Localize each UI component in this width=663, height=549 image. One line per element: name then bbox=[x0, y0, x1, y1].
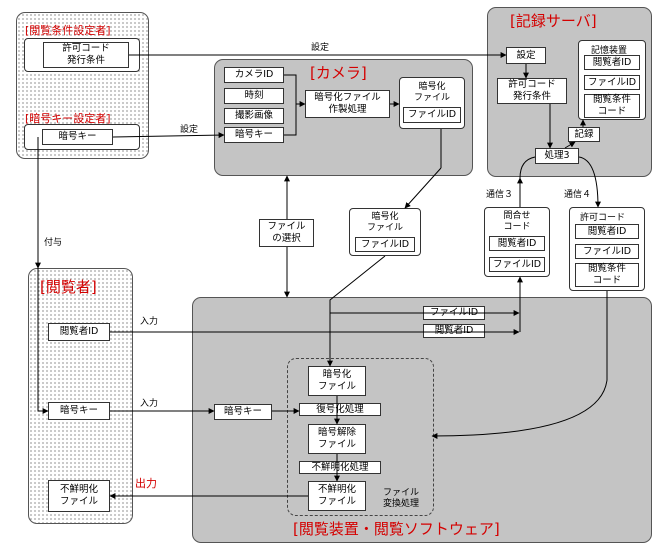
viewer-title: [閲覧者] bbox=[40, 278, 97, 296]
mid-enc-label: 暗号化 ファイル bbox=[366, 212, 403, 233]
query-label: 問合せ コード bbox=[503, 211, 531, 232]
query-file-id: ファイルID bbox=[489, 257, 545, 272]
camera-title: [カメラ] bbox=[310, 64, 367, 82]
camera-enc-label: 暗号化 ファイル bbox=[413, 82, 450, 103]
label-input-key: 入力 bbox=[140, 399, 159, 409]
viewer-id-box: 閲覧者ID bbox=[48, 323, 110, 341]
arc-process3-right bbox=[578, 156, 601, 208]
server-title: [記録サーバ] bbox=[510, 12, 597, 30]
device-viewer-id-box: 閲覧者ID bbox=[423, 324, 485, 338]
storage-label: 記憶装置 bbox=[591, 46, 628, 56]
server-permit-box: 許可コード 発行条件 bbox=[497, 78, 567, 104]
arc-process3-left bbox=[519, 156, 536, 179]
mid-enc-file-id: ファイルID bbox=[355, 237, 415, 252]
setter-permit-box: 許可コード 発行条件 bbox=[43, 42, 129, 68]
arrow-process3-record bbox=[564, 141, 576, 149]
device-blur-box: 不鮮明化処理 bbox=[299, 461, 381, 474]
device-dec-file: 暗号解除 ファイル bbox=[308, 424, 366, 454]
camera-file-id-box: ファイルID bbox=[403, 107, 461, 123]
storage-viewer-id: 閲覧者ID bbox=[584, 55, 640, 70]
label-setting-top: 設定 bbox=[311, 43, 330, 53]
storage-cond-code: 閲覧条件 コード bbox=[584, 94, 640, 118]
device-enc-file: 暗号化 ファイル bbox=[308, 366, 366, 396]
permit-cond-code: 閲覧条件 コード bbox=[575, 263, 639, 287]
camera-key-box: 暗号キー bbox=[224, 127, 284, 143]
arrow-key-setting bbox=[112, 132, 225, 139]
permit-viewer-id: 閲覧者ID bbox=[575, 224, 639, 239]
key-setter-title: [暗号キー設定者] bbox=[25, 112, 111, 125]
label-comm3: 通信３ bbox=[486, 190, 514, 200]
setter-title: [閲覧条件設定者] bbox=[25, 24, 111, 37]
label-input-id: 入力 bbox=[140, 317, 159, 327]
device-convert-label: ファイル 変換処理 bbox=[382, 488, 419, 509]
key-setter-box: 暗号キー bbox=[42, 129, 113, 145]
camera-bus bbox=[284, 74, 297, 136]
arrow-mid-to-device bbox=[327, 255, 386, 367]
server-process3-box: 処理3 bbox=[535, 148, 579, 164]
camera-image-box: 撮影画像 bbox=[224, 108, 284, 124]
camera-process-box: 暗号化ファイル 作製処理 bbox=[305, 90, 390, 118]
device-panel bbox=[192, 297, 652, 543]
query-viewer-id: 閲覧者ID bbox=[489, 236, 545, 251]
camera-time-box: 時刻 bbox=[224, 88, 284, 104]
device-title: [閲覧装置・閲覧ソフトウェア] bbox=[293, 520, 500, 538]
file-select-box: ファイル の選択 bbox=[259, 219, 314, 247]
arrow-enc-to-mid bbox=[404, 167, 442, 209]
label-setting-key: 設定 bbox=[180, 125, 199, 135]
label-grant: 付与 bbox=[44, 238, 63, 248]
permit-label: 許可コード bbox=[580, 213, 626, 223]
storage-file-id: ファイルID bbox=[584, 75, 640, 90]
camera-id-box: カメラID bbox=[224, 67, 284, 83]
arrow-permit-to-device bbox=[431, 291, 608, 439]
label-output: 出力 bbox=[135, 477, 157, 490]
line-grant-key bbox=[37, 268, 49, 414]
permit-file-id: ファイルID bbox=[575, 244, 639, 259]
viewer-output-box: 不鮮明化 ファイル bbox=[48, 480, 110, 512]
server-record-box: 記録 bbox=[568, 127, 600, 142]
device-key-box: 暗号キー bbox=[214, 404, 272, 420]
label-comm4: 通信４ bbox=[564, 190, 592, 200]
